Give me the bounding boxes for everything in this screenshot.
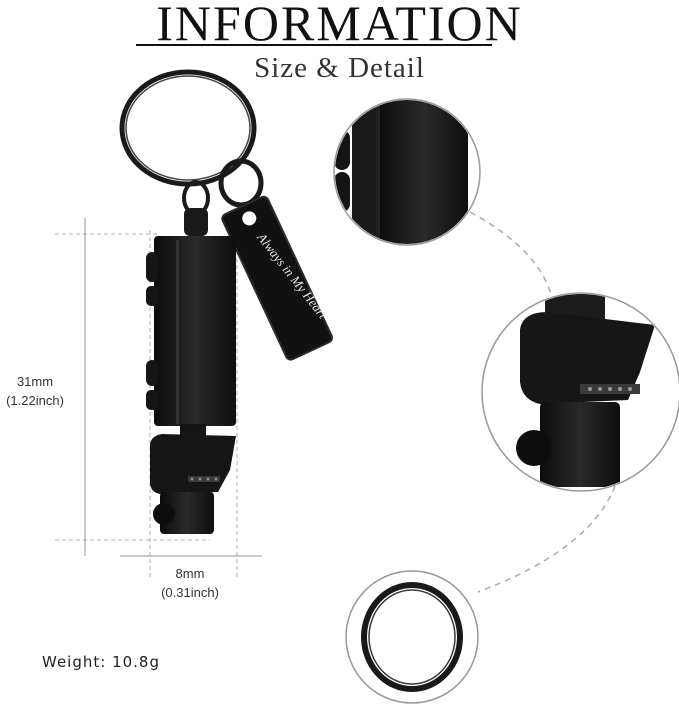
detail-circle-top [333,98,481,246]
width-label: 8mm (0.31inch) [148,564,232,602]
detail-circle-middle [481,292,679,492]
width-inch: (0.31inch) [161,585,219,600]
detail-connector-curve [469,211,616,593]
width-mm: 8mm [175,566,205,581]
height-inch: (1.22inch) [6,393,64,408]
pendant-bail [184,208,208,236]
weight-label: Weight: 10.8g [42,653,160,671]
key-ring-icon [119,69,257,187]
page-title: INFORMATION [156,0,523,51]
height-label: 31mm (1.22inch) [0,372,70,410]
detail-circle-ring [345,570,479,704]
truck-urn-pendant-icon [146,236,236,534]
height-mm: 31mm [16,374,54,389]
title-underline [136,44,492,46]
engraved-tag-icon [221,195,333,361]
page-subtitle: Size & Detail [254,52,425,84]
